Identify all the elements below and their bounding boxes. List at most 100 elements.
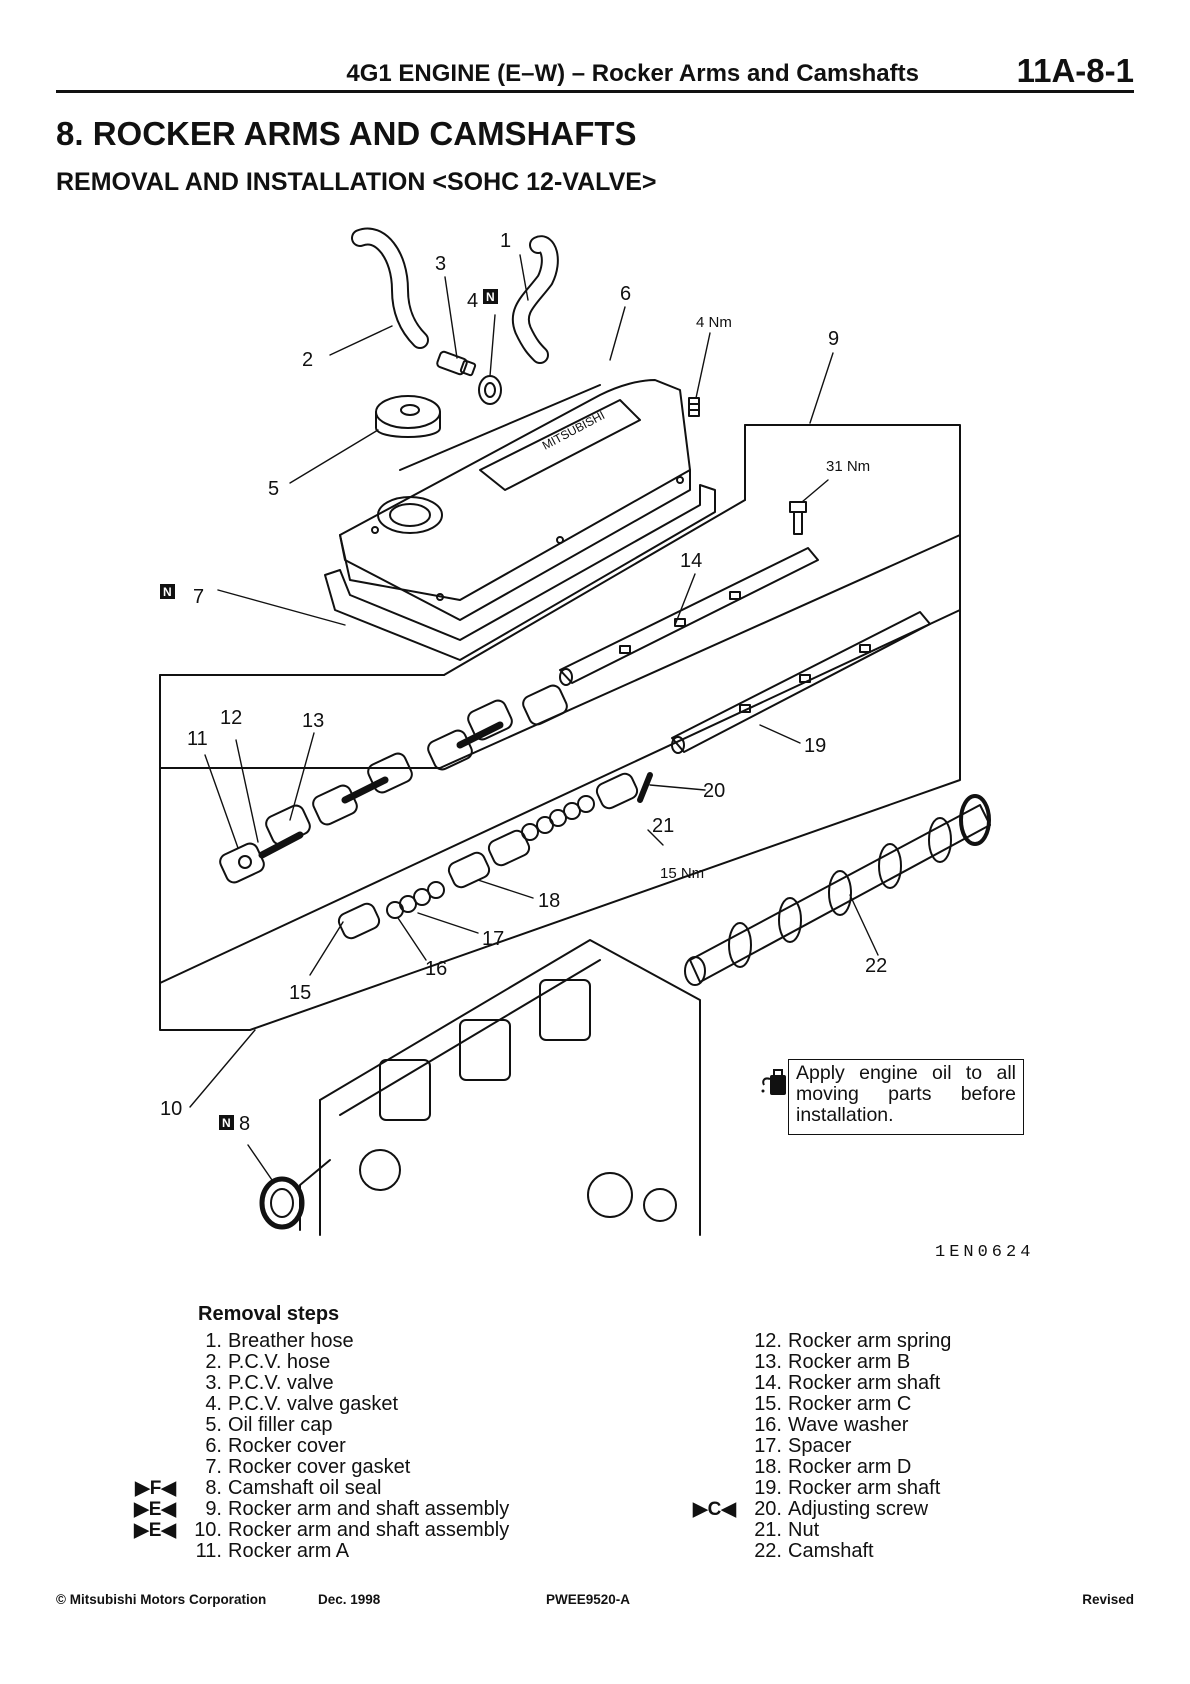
step-number: 4.: [205, 1393, 222, 1415]
step-label: Rocker arm shaft: [788, 1477, 941, 1499]
new-part-symbol-8: N: [222, 1116, 231, 1130]
step-label: Rocker arm shaft: [788, 1372, 941, 1394]
callout-3: 3: [435, 253, 446, 275]
step-marker: ▶E◀: [134, 1499, 176, 1520]
step-number: 3.: [205, 1372, 222, 1394]
exploded-diagram: MITSUBISHI: [159, 227, 991, 1236]
step-label: Camshaft: [788, 1540, 874, 1562]
step-label: P.C.V. hose: [228, 1351, 331, 1373]
step-number: 2.: [205, 1351, 222, 1373]
rocker-arms-lower-row: [337, 772, 653, 940]
callout-14: 14: [680, 550, 702, 572]
page-number: 11A-8-1: [1016, 52, 1134, 89]
oil-note: Apply engine oil to all moving parts bef…: [788, 1059, 1024, 1135]
list-item: 6. Rocker cover: [186, 1436, 509, 1457]
step-number: 7.: [205, 1456, 222, 1478]
cylinder-head: [299, 939, 701, 1236]
step-number: 6.: [205, 1435, 222, 1457]
removal-steps-title: Removal steps: [198, 1303, 340, 1325]
callout-15: 15: [289, 982, 311, 1004]
step-label: Rocker arm spring: [788, 1330, 952, 1352]
list-item: 2. P.C.V. hose: [186, 1352, 509, 1373]
page-header: 4G1 ENGINE (E–W) – Rocker Arms and Camsh…: [56, 52, 1134, 93]
list-item: ▶E◀9.Rocker arm and shaft assembly: [134, 1498, 510, 1521]
step-number: 20.: [754, 1498, 782, 1520]
section-title: 8. ROCKER ARMS AND CAMSHAFTS: [56, 115, 637, 152]
list-item: 11.Rocker arm A: [186, 1541, 509, 1562]
cover-bolt: [688, 397, 700, 417]
list-item: 7. Rocker cover gasket: [186, 1457, 509, 1478]
list-item: 14. Rocker arm shaft: [746, 1373, 951, 1394]
step-number: 17.: [754, 1435, 782, 1457]
list-item: ▶E◀10.Rocker arm and shaft assembly: [134, 1520, 509, 1542]
callout-8: 8: [239, 1113, 250, 1135]
step-label: Spacer: [788, 1435, 852, 1457]
new-part-symbols: N N N: [160, 289, 498, 1130]
callout-12: 12: [220, 707, 242, 729]
step-label: Rocker arm D: [788, 1456, 912, 1478]
oil-filler-cap: [375, 395, 441, 438]
list-item: 21.Nut: [746, 1520, 951, 1541]
callout-13: 13: [302, 710, 324, 732]
list-item: 5. Oil filler cap: [186, 1415, 509, 1436]
callout-17: 17: [482, 928, 504, 950]
step-label: Rocker arm B: [788, 1351, 911, 1373]
section-subtitle: REMOVAL AND INSTALLATION <SOHC 12-VALVE>: [56, 168, 657, 196]
torque-labels: 4 Nm 31 Nm 15 Nm: [660, 314, 870, 882]
step-label: Rocker arm C: [788, 1393, 912, 1415]
new-part-symbol-7: N: [163, 585, 172, 599]
step-number: 14.: [754, 1372, 782, 1394]
step-marker: ▶C◀: [693, 1499, 736, 1520]
pcv-valve: [436, 350, 477, 377]
figure-code: 1EN0624: [935, 1243, 1035, 1262]
list-item: 13. Rocker arm B: [746, 1352, 951, 1373]
step-number: 12.: [754, 1330, 782, 1352]
step-label: Wave washer: [788, 1414, 909, 1436]
list-item: 12. Rocker arm spring: [746, 1331, 951, 1352]
assembly-box-10: [159, 534, 961, 1031]
torque-nut: 15 Nm: [660, 865, 704, 882]
callout-20: 20: [703, 780, 725, 802]
step-number: 16.: [754, 1414, 782, 1436]
callout-4: 4: [467, 290, 478, 312]
step-label: Camshaft oil seal: [228, 1477, 382, 1499]
list-item: 16. Wave washer: [746, 1415, 951, 1436]
step-marker: ▶F◀: [135, 1478, 176, 1499]
callout-2: 2: [302, 349, 313, 371]
step-label: Rocker cover: [228, 1435, 346, 1457]
torque-cover-bolt: 4 Nm: [696, 314, 732, 331]
new-part-symbol-4: N: [486, 290, 495, 304]
torque-shaft-bolt: 31 Nm: [826, 458, 870, 475]
step-number: 13.: [754, 1351, 782, 1373]
list-item: 18. Rocker arm D: [746, 1457, 951, 1478]
step-number: 5.: [205, 1414, 222, 1436]
removal-steps-right: 12. Rocker arm spring 13. Rocker arm B 14.…: [693, 1331, 951, 1562]
pcv-valve-gasket: [478, 375, 502, 405]
rocker-arms-upper-row: [219, 684, 568, 884]
step-number: 18.: [754, 1456, 782, 1478]
step-label: Rocker cover gasket: [228, 1456, 411, 1478]
callout-22: 22: [865, 955, 887, 977]
footer-date: Dec. 1998: [318, 1592, 381, 1607]
step-marker: ▶E◀: [134, 1520, 176, 1541]
callout-numbers: 1 2 3 4 5 6 7 8 9 10 11 12 13 14 15 16 1…: [160, 230, 887, 1135]
step-number: 11.: [195, 1540, 222, 1562]
list-item: ▶C◀ 20. Adjusting screw: [693, 1498, 951, 1521]
step-label: Oil filler cap: [228, 1414, 333, 1436]
removal-steps-left: 1.Breather hose 2.P.C.V. hose 3.P.C.V. v…: [134, 1330, 510, 1562]
list-item: 22.Camshaft: [746, 1541, 951, 1562]
step-number: 19.: [754, 1477, 782, 1499]
step-label: Breather hose: [228, 1330, 354, 1352]
assembly-box-9: [159, 424, 961, 769]
rocker-arm-shaft-19: [671, 611, 931, 754]
footer-doc-code: PWEE9520-A: [546, 1592, 631, 1607]
camshaft: [684, 794, 991, 986]
step-label: Rocker arm and shaft assembly: [228, 1498, 510, 1520]
camshaft-oil-seal: [259, 1176, 305, 1230]
step-label: Adjusting screw: [788, 1498, 929, 1520]
leader-lines: [189, 254, 879, 1181]
header-title: 4G1 ENGINE (E–W) – Rocker Arms and Camsh…: [346, 60, 919, 87]
cover-lettering: MITSUBISHI: [540, 408, 607, 453]
step-number: 15.: [754, 1393, 782, 1415]
list-item: 4.P.C.V. valve gasket: [186, 1394, 509, 1415]
